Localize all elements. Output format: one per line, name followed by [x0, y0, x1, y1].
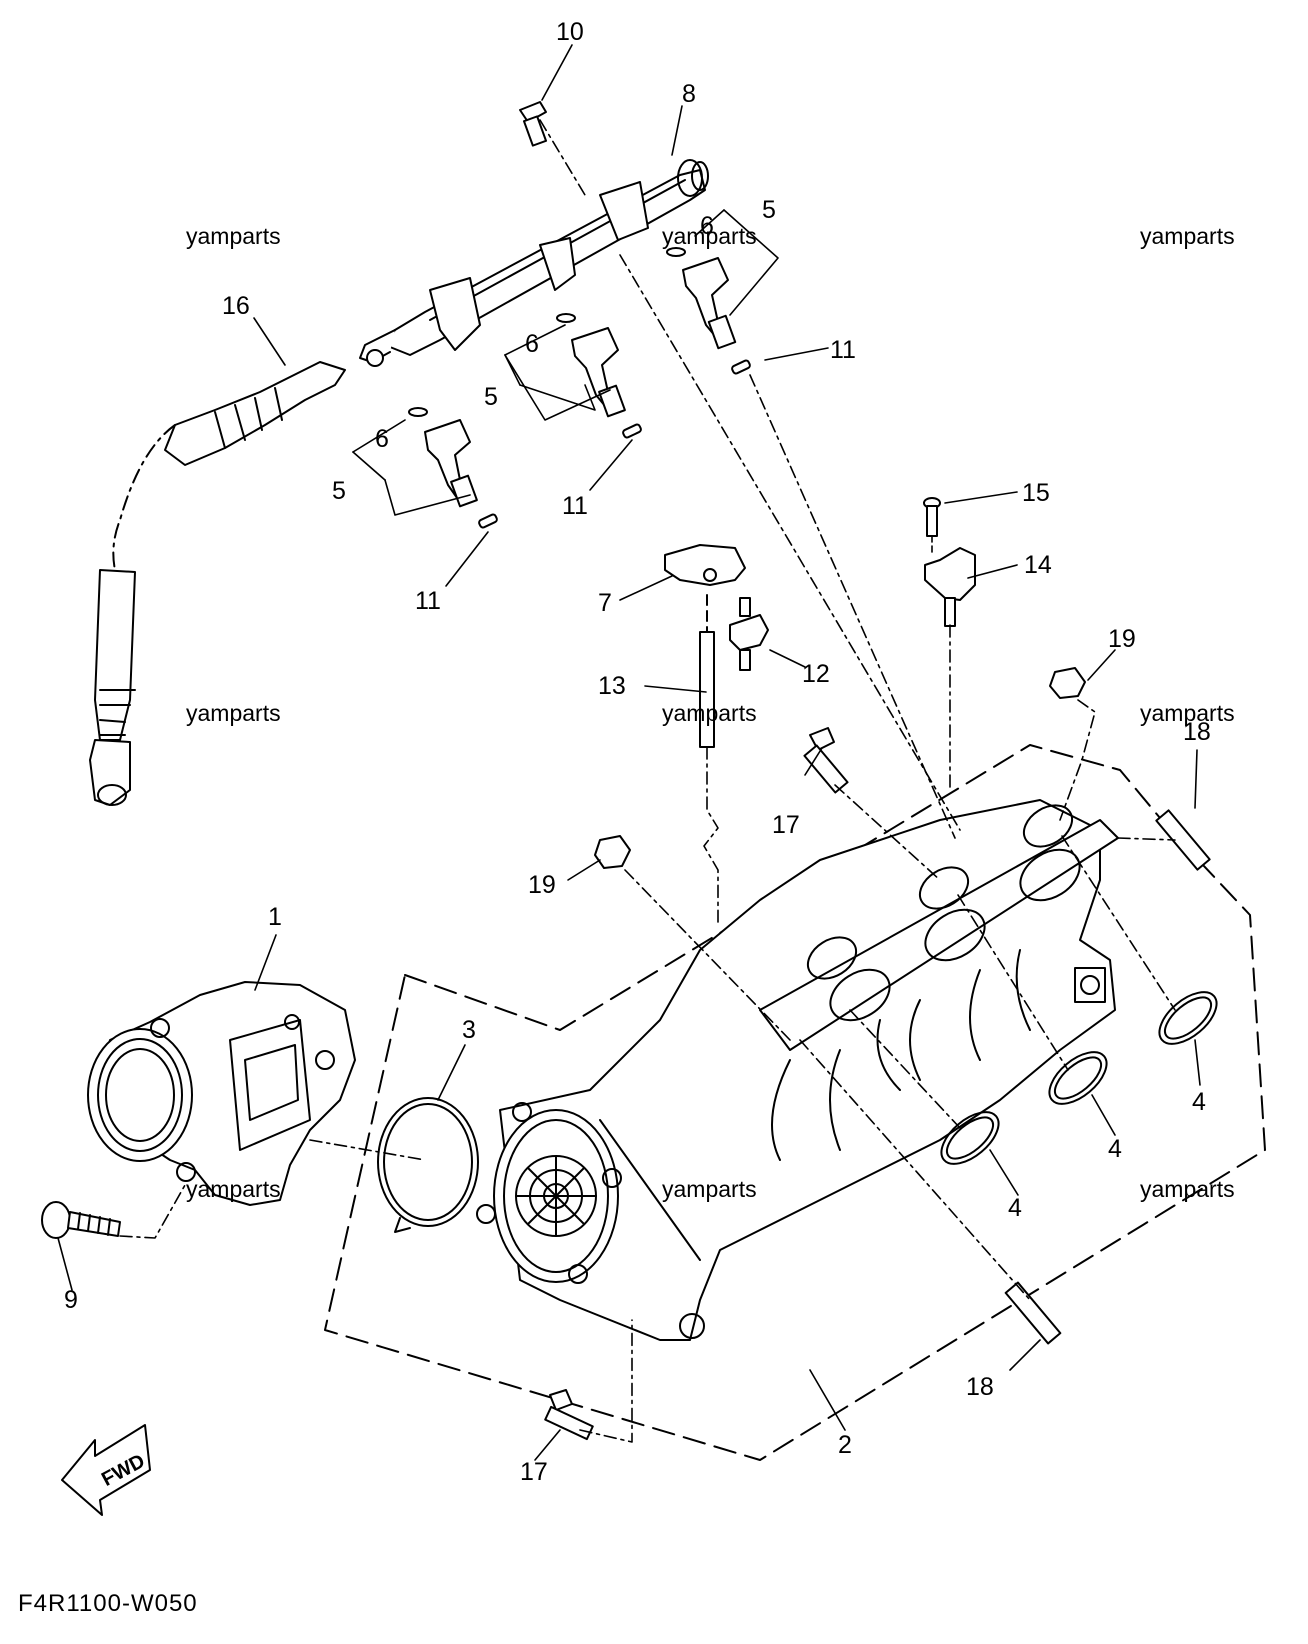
- o-ring-6-right: [666, 247, 686, 257]
- seal-11-left: [478, 513, 498, 529]
- callout-11-left: 11: [415, 587, 441, 615]
- assembly-outline: [324, 744, 1266, 1461]
- fwd-arrow: [61, 1424, 151, 1516]
- callout-4-upper: 4: [1192, 1088, 1206, 1116]
- bolt-15: [923, 497, 941, 537]
- callout-19-right: 19: [1108, 625, 1136, 653]
- seal-11-mid: [622, 423, 642, 439]
- nut-19-left: [594, 835, 631, 869]
- sensor-7: [664, 544, 746, 586]
- seal-11-right: [731, 359, 751, 375]
- o-ring-6-mid: [556, 313, 576, 323]
- callout-8: 8: [682, 80, 696, 108]
- callout-11-right: 11: [830, 336, 856, 364]
- watermark: yamparts: [186, 223, 281, 249]
- o-ring-4-upper: [1158, 991, 1218, 1045]
- callout-18-upper: 18: [1183, 718, 1211, 746]
- watermark: yamparts: [186, 700, 281, 726]
- callout-9: 9: [64, 1286, 78, 1314]
- watermark: yamparts: [186, 1176, 281, 1202]
- injector-right: [682, 257, 737, 350]
- callout-7: 7: [598, 589, 612, 617]
- watermark: yamparts: [1140, 700, 1235, 726]
- callout-17-lower: 17: [520, 1458, 548, 1486]
- callout-10: 10: [556, 18, 584, 46]
- bolt-9: [41, 1201, 121, 1239]
- o-ring-4-mid: [1048, 1051, 1108, 1105]
- watermark: yamparts: [662, 1176, 757, 1202]
- watermark: yamparts: [1140, 1176, 1235, 1202]
- callout-5-right: 5: [762, 196, 776, 224]
- injector-left: [424, 419, 478, 508]
- callout-6-left: 6: [375, 425, 389, 453]
- stud-18-upper: [1155, 809, 1211, 871]
- callout-3: 3: [462, 1016, 476, 1044]
- bolt-17-top: [803, 727, 849, 794]
- callout-2: 2: [838, 1431, 852, 1459]
- o-ring-4-lower: [940, 1111, 1000, 1165]
- callout-5-left: 5: [332, 477, 346, 505]
- callout-6-right: 6: [700, 212, 714, 240]
- callout-18-lower: 18: [966, 1373, 994, 1401]
- callout-12: 12: [802, 660, 830, 688]
- throttle-body: [87, 981, 356, 1206]
- callout-6-mid: 6: [525, 330, 539, 358]
- callout-15: 15: [1022, 479, 1050, 507]
- gasket-3: [377, 1097, 479, 1233]
- sensor-14: [924, 547, 976, 627]
- callout-4-lower: 4: [1008, 1194, 1022, 1222]
- watermark: yamparts: [662, 700, 757, 726]
- callout-11-mid: 11: [562, 492, 588, 520]
- callout-leaders: [57, 44, 1201, 1461]
- watermark: yamparts: [662, 223, 757, 249]
- bolt-10: [519, 101, 548, 147]
- callout-4-mid: 4: [1108, 1135, 1122, 1163]
- callout-16: 16: [222, 292, 250, 320]
- nut-19-right: [1049, 667, 1086, 699]
- pipe-13: [699, 631, 715, 748]
- o-ring-6-left: [408, 407, 428, 417]
- bolt-17-bottom: [544, 1389, 594, 1441]
- callout-5-mid: 5: [484, 383, 498, 411]
- fuel-hose: [89, 361, 346, 806]
- sensor-12: [729, 597, 769, 671]
- watermark: yamparts: [1140, 223, 1235, 249]
- callout-17-upper: 17: [772, 811, 800, 839]
- diagram-code: F4R1100-W050: [18, 1590, 198, 1617]
- callout-14: 14: [1024, 551, 1052, 579]
- assembly-lines: [119, 119, 1176, 1443]
- intake-manifold: [476, 799, 1119, 1341]
- callout-13: 13: [598, 672, 626, 700]
- callout-1: 1: [268, 903, 282, 931]
- callout-19-left: 19: [528, 871, 556, 899]
- stud-18-lower: [1004, 1281, 1062, 1345]
- fuel-rail: [359, 159, 709, 367]
